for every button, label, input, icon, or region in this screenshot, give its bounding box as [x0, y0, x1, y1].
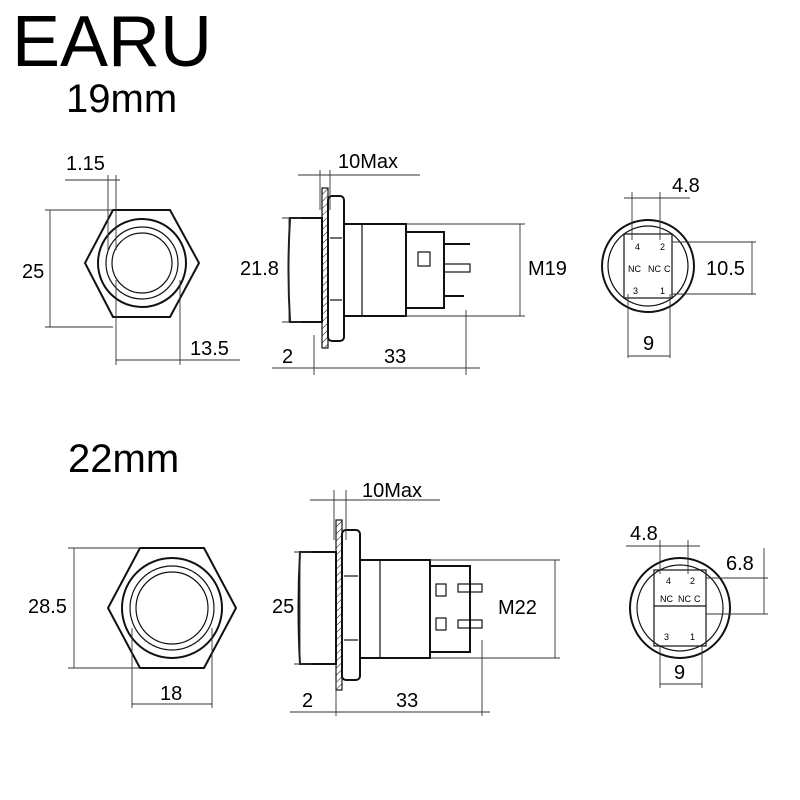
- pin-label-4: 4: [666, 576, 671, 586]
- back-view-22mm: 4 2 NC NC C 3 1 4.8 6.8 9: [626, 523, 768, 688]
- side-nut: [327, 195, 345, 342]
- side-nut: [341, 529, 361, 681]
- back-view-19mm: 4 2 NC NC C 3 1 4.8 10.5 9: [601, 175, 756, 358]
- dim-head-height: 25: [272, 596, 294, 618]
- pin-label-3: 3: [664, 632, 669, 642]
- dim-overall-length: 33: [384, 346, 406, 368]
- dim-thread: M22: [498, 597, 537, 619]
- side-view-22mm: 10Max 25 M22 2 33: [272, 480, 560, 716]
- dim-panel-thickness: 2: [282, 346, 293, 368]
- terminal-tab: [443, 263, 471, 273]
- back-outer-ring: [629, 557, 731, 659]
- button-face-outer: [129, 565, 215, 651]
- pin-label-2: 2: [690, 576, 695, 586]
- dim-inner-diameter: 13.5: [190, 338, 229, 360]
- hex-nut-outline: [106, 547, 238, 669]
- section-title-22mm: 22mm: [68, 437, 179, 481]
- pin-label-c: C: [664, 264, 671, 274]
- dim-thread: M19: [528, 258, 567, 280]
- dim-back-top: 4.8: [630, 523, 658, 545]
- dim-overall-length: 33: [396, 690, 418, 712]
- dim-bezel-thickness: 1.15: [66, 153, 105, 175]
- pin-label-1: 1: [690, 632, 695, 642]
- dim-back-bottom: 9: [643, 333, 654, 355]
- pin-label-c: C: [694, 594, 701, 604]
- switch-housing: [429, 565, 471, 653]
- dim-inner-diameter: 18: [160, 683, 182, 705]
- bezel-ring: [97, 218, 187, 308]
- pin-label-1: 1: [660, 286, 665, 296]
- brand-logo: EARU: [12, 2, 212, 82]
- terminal-tab: [457, 583, 483, 593]
- dim-head-height: 21.8: [240, 258, 279, 280]
- side-view-19mm: 10Max 21.8 M19 2 33: [240, 151, 567, 375]
- dim-front-height: 28.5: [28, 596, 67, 618]
- switch-housing: [405, 231, 445, 309]
- dim-panel-thickness: 2: [302, 690, 313, 712]
- button-head: [287, 217, 323, 323]
- dim-back-top: 4.8: [672, 175, 700, 197]
- threaded-body: [359, 559, 431, 659]
- pin-label-nc: NC: [678, 594, 691, 604]
- hex-nut-outline: [83, 209, 201, 318]
- button-face-inner: [111, 232, 173, 294]
- bezel-ring: [121, 557, 223, 659]
- dim-back-right: 6.8: [726, 553, 754, 575]
- front-view-19mm: 25 1.15 13.5: [22, 153, 240, 365]
- dim-back-right: 10.5: [706, 258, 745, 280]
- section-title-19mm: 19mm: [66, 77, 177, 121]
- button-face-inner: [135, 571, 209, 645]
- dim-max-panel: 10Max: [338, 151, 398, 173]
- terminal-tab: [457, 619, 483, 629]
- terminal-block: [653, 569, 707, 647]
- button-head: [297, 551, 337, 665]
- pin-label-2: 2: [660, 242, 665, 252]
- threaded-body: [343, 223, 407, 317]
- terminal-block: [623, 233, 673, 299]
- dim-back-bottom: 9: [674, 662, 685, 684]
- pin-label-nc: NC: [648, 264, 661, 274]
- pin-label-3: 3: [633, 286, 638, 296]
- back-outer-ring: [601, 219, 695, 313]
- pin-label-nc: NC: [628, 264, 641, 274]
- pin-label-nc: NC: [660, 594, 673, 604]
- back-inner-ring: [636, 564, 724, 652]
- front-view-22mm: 28.5 18: [28, 547, 238, 708]
- button-face-outer: [105, 226, 179, 300]
- back-inner-ring: [607, 225, 689, 307]
- pin-label-4: 4: [635, 242, 640, 252]
- dim-max-panel: 10Max: [362, 480, 422, 502]
- dim-front-height: 25: [22, 261, 44, 283]
